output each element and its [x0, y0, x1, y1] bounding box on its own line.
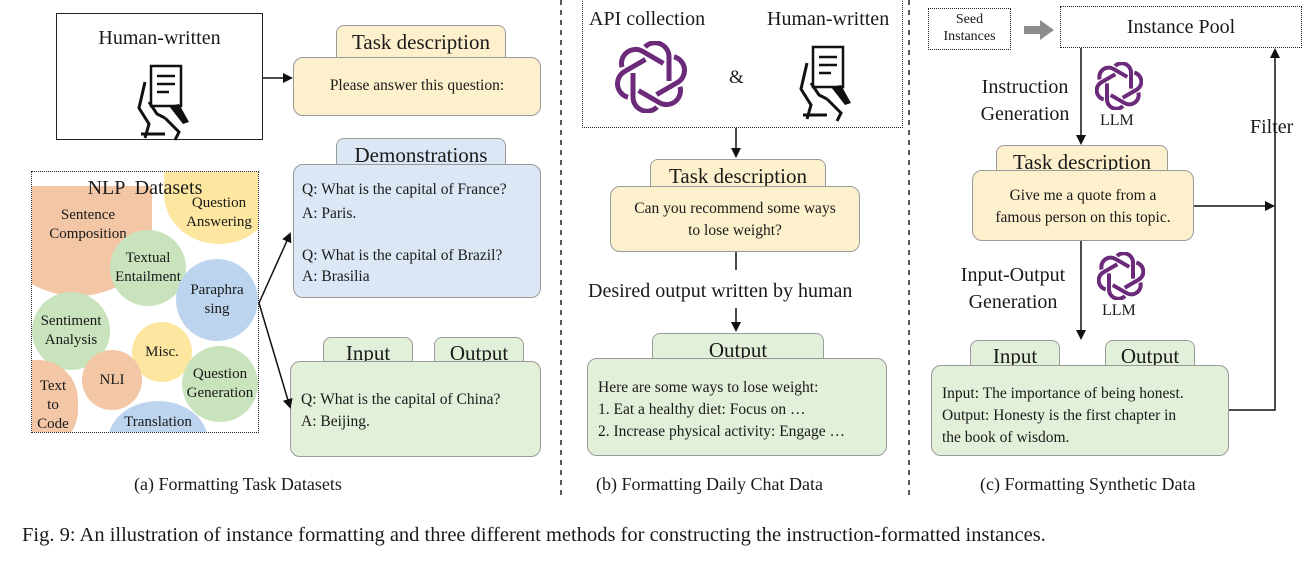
io-line: Output: Honesty is the first chapter in	[942, 407, 1177, 424]
human-written-label: Human-written	[98, 27, 221, 49]
dataset-paraphrasing: Paraphra sing	[176, 259, 258, 341]
task-line: Can you recommend some ways	[634, 200, 836, 217]
hand-writing-document-icon	[799, 45, 851, 122]
figure-caption: Fig. 9: An illustration of instance form…	[22, 524, 1046, 546]
demo-line: Q: What is the capital of France?	[302, 181, 507, 198]
dataset-textual-entailment: Textual Entailment	[110, 230, 186, 306]
dataset-question-generation: Question Generation	[182, 346, 258, 422]
connector-arrows	[258, 48, 1280, 411]
panel-c: Seed Instances Instance Pool Instruction…	[910, 0, 1316, 505]
instances-label: Instances	[943, 29, 996, 44]
task-line: to lose weight?	[688, 222, 782, 239]
dataset-misc: Misc.	[132, 322, 192, 382]
ampersand: &	[729, 67, 744, 88]
task-description-box: Give me a quote from a famous person on …	[972, 170, 1194, 241]
demo-line: A: Paris.	[302, 205, 357, 222]
output-line: 2. Increase physical activity: Engage …	[598, 423, 846, 440]
output-line: Here are some ways to lose weight:	[598, 379, 819, 396]
task-description-text: Please answer this question:	[329, 77, 505, 94]
source-box: API collection Human-written &	[582, 0, 903, 128]
seed-label: Seed	[955, 12, 984, 27]
io-line: Q: What is the capital of China?	[301, 391, 501, 408]
panel-a: Human-written Task description Please an…	[0, 0, 560, 505]
io-generation-label: Input-Output Generation	[960, 264, 1066, 313]
demonstrations-box: Q: What is the capital of France? A: Par…	[293, 164, 541, 298]
io-line: the book of wisdom.	[942, 429, 1070, 446]
caption-c: (c) Formatting Synthetic Data	[980, 474, 1196, 494]
llm-label: LLM	[1102, 302, 1136, 319]
caption-b: (b) Formatting Daily Chat Data	[596, 474, 823, 494]
task-description-box: Can you recommend some ways to lose weig…	[610, 186, 860, 252]
task-description-box: Please answer this question:	[293, 57, 541, 116]
openai-logo-icon	[1095, 62, 1143, 110]
input-output-box: Input: The importance of being honest. O…	[931, 365, 1229, 456]
seed-instances-box: Seed Instances	[928, 8, 1011, 50]
human-written-box: Human-written	[56, 13, 263, 141]
dataset-nli: NLI	[82, 350, 142, 410]
input-output-box: Q: What is the capital of China? A: Beij…	[290, 361, 541, 457]
task-line: famous person on this topic.	[995, 209, 1171, 226]
hand-writing-document-icon	[137, 64, 189, 141]
instance-pool-label: Instance Pool	[1126, 16, 1236, 38]
task-description-tab: Task description	[336, 25, 506, 58]
arrow-right-icon	[1024, 20, 1054, 40]
demo-line: A: Brasilia	[302, 268, 370, 285]
llm-label: LLM	[1100, 112, 1134, 129]
nlp-datasets-box: Sentence Composition Question Answering …	[31, 171, 259, 433]
filter-loop-line	[1229, 48, 1280, 411]
instruction-generation-label: Instruction Generation	[980, 76, 1070, 125]
demo-line: Q: What is the capital of Brazil?	[302, 247, 503, 264]
api-collection-label: API collection	[589, 8, 706, 30]
io-line: Input: The importance of being honest.	[942, 385, 1184, 402]
filter-label: Filter	[1250, 116, 1294, 138]
caption-a: (a) Formatting Task Datasets	[134, 474, 342, 494]
human-written-label: Human-written	[767, 8, 890, 30]
separators	[560, 0, 910, 500]
panel-b: API collection Human-written &	[562, 0, 908, 505]
io-line: A: Beijing.	[301, 413, 370, 430]
instance-pool-box: Instance Pool	[1060, 6, 1302, 48]
arrow-datasets-to-io	[258, 302, 293, 409]
desired-output-label: Desired output written by human	[588, 280, 853, 302]
output-line: 1. Eat a healthy diet: Focus on …	[598, 401, 806, 418]
openai-logo-icon	[615, 41, 687, 113]
nlp-datasets-title: NLP Datasets	[87, 177, 203, 199]
task-line: Give me a quote from a	[1009, 187, 1157, 204]
arrow-datasets-to-demos	[258, 232, 292, 304]
output-box: Here are some ways to lose weight: 1. Ea…	[587, 358, 887, 456]
openai-logo-icon	[1097, 252, 1145, 300]
